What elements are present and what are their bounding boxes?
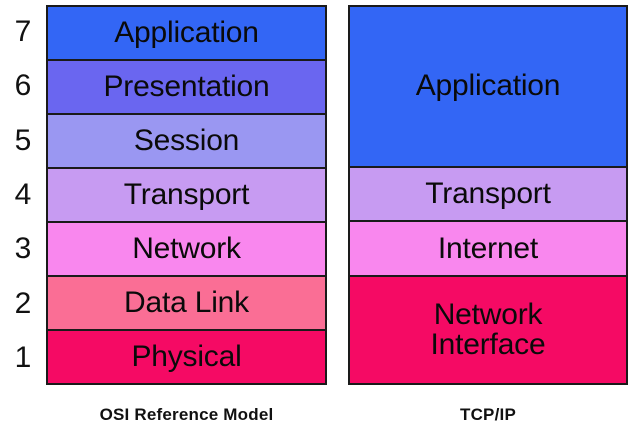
layer-number-7: 7 (14, 15, 32, 49)
osi-layer-transport: Transport (48, 169, 325, 223)
tcpip-layer-internet: Internet (350, 222, 626, 278)
osi-layer-application: Application (48, 7, 325, 61)
layer-number-6: 6 (14, 69, 32, 103)
osi-stack-caption: OSI Reference Model (99, 405, 274, 424)
layer-number-1: 1 (14, 340, 32, 374)
layer-number-3: 3 (14, 232, 32, 266)
osi-layer-number-column: 7 6 5 4 3 2 1 (4, 5, 42, 385)
osi-layer-network: Network (48, 223, 325, 277)
osi-layer-presentation: Presentation (48, 61, 325, 115)
tcpip-layer-network-interface: Network Interface (350, 277, 626, 384)
tcpip-stack: Application Transport Internet Network I… (348, 5, 628, 385)
layer-number-4: 4 (14, 177, 32, 211)
layer-number-5: 5 (14, 123, 32, 157)
tcpip-stack-caption: TCP/IP (460, 405, 516, 424)
osi-layer-physical: Physical (48, 331, 325, 383)
tcpip-layer-application: Application (350, 7, 626, 168)
osi-layer-session: Session (48, 115, 325, 169)
osi-layer-data-link: Data Link (48, 277, 325, 331)
osi-stack: Application Presentation Session Transpo… (46, 5, 327, 385)
layer-number-2: 2 (14, 286, 32, 320)
tcpip-layer-transport: Transport (350, 167, 626, 223)
